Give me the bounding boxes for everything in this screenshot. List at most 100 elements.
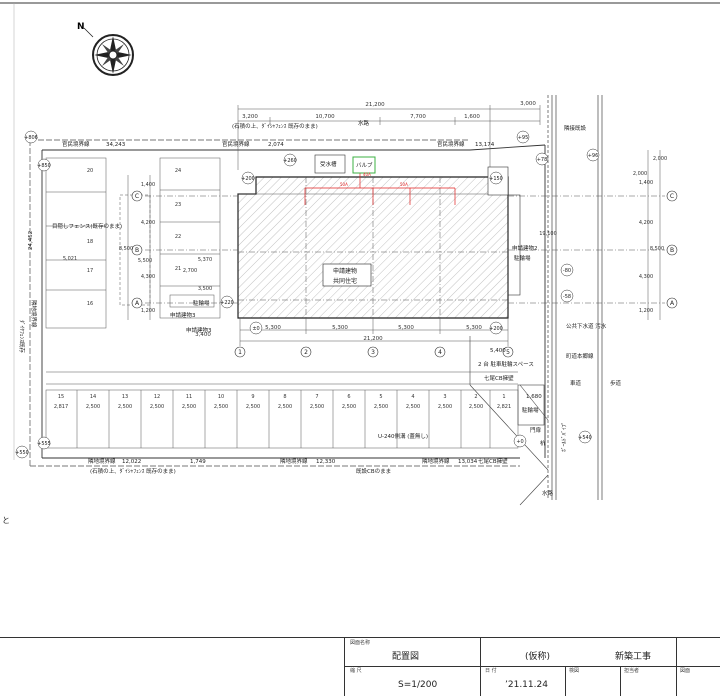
note-bldg-b2: 駐輪場 (514, 254, 531, 262)
level-sw: +550 (15, 450, 29, 456)
note-road: 車道 (570, 379, 582, 387)
dim-grid-2: 5,300 (332, 325, 348, 331)
svg-text:6: 6 (347, 394, 350, 400)
level-gl1: +260 (283, 158, 297, 164)
dim-right-1: 1,200 (639, 308, 653, 314)
note-bldg-3: 申請建物3 (186, 326, 212, 334)
column-2: 2 (304, 349, 308, 356)
dim-grid-1: 5,300 (265, 325, 281, 331)
svg-text:3: 3 (443, 394, 446, 400)
note-bldg-3b: 駐輪場 (193, 299, 210, 307)
dim-overall-bottom: 21,200 (363, 336, 383, 342)
slot-16: 16 (87, 301, 93, 307)
svg-text:8: 8 (283, 394, 286, 400)
dim-3500: 3,500 (198, 286, 212, 292)
check-label: 検図 (569, 668, 580, 674)
svg-text:2,500: 2,500 (406, 404, 420, 410)
note-west-vertical: ﾀﾞｲﾔﾌｪﾝｽ既存 (18, 320, 26, 354)
approver-label: 担当者 (624, 668, 640, 674)
svg-text:2,500: 2,500 (246, 404, 260, 410)
axis-b-right: B (670, 247, 674, 254)
label-north-boundary-1: 官民境界線 (62, 140, 90, 148)
project-name: (仮称) (525, 652, 551, 662)
water-pipes (304, 173, 456, 205)
note-bottom: (石積の上、ﾀﾞｲｼｬﾌｪﾝｽ 既存のまま) (90, 467, 176, 475)
misc-1680: 1,680 (526, 394, 542, 400)
road (547, 95, 603, 500)
dim-5500: 5,500 (138, 258, 152, 264)
site-boundary (29, 139, 546, 467)
misc-5400: 5,400 (490, 348, 506, 354)
slot-20: 20 (87, 168, 93, 174)
slot-21: 21 (175, 266, 181, 272)
dim-right-3: 4,200 (639, 220, 653, 226)
level-gl3: ±0 (252, 326, 259, 332)
dim-right-5: 1,400 (639, 180, 653, 186)
level-ne: +95 (518, 135, 529, 141)
axis-a-right: A (670, 300, 675, 307)
note-valve: バルブ (356, 161, 373, 169)
level-mid3: +200 (489, 326, 503, 332)
note-cb-2: 七尾CB擁壁 (484, 374, 514, 382)
level-gl2: +200 (241, 176, 255, 182)
site-plan: N (0, 2, 720, 525)
dim-right-19: 19,100 (539, 231, 557, 237)
level-sw2: +555 (37, 441, 51, 447)
level-nw: +806 (24, 135, 38, 141)
level-mid2: -58 (563, 294, 571, 300)
water-tank (314, 154, 346, 174)
parking-south (45, 371, 519, 449)
axis-b-left: B (135, 247, 139, 254)
svg-text:11: 11 (186, 394, 192, 400)
axis-a-left: A (135, 300, 140, 307)
dim-overall-top: 21,200 (365, 102, 385, 108)
pipe-label-2: 50A (400, 182, 408, 187)
date-label: 日 付 (485, 668, 497, 674)
scale-label: 縮 尺 (350, 668, 362, 674)
dim-top-left: 3,200 (242, 114, 258, 120)
note-bike-space: 2 台 駐車駐輪スペース (478, 360, 534, 368)
label-north-boundary-3: 官民境界線 (437, 140, 465, 148)
column-5: 5 (506, 349, 510, 356)
date-value: ’21.11.24 (505, 680, 548, 690)
label-south-boundary-3: 隣地境界線 (422, 457, 450, 465)
dim-grid-3: 5,300 (398, 325, 414, 331)
svg-text:2,500: 2,500 (86, 404, 100, 410)
title-block: 図面名称 配置図 (仮称) 新築工事 縮 尺 S=1/200 日 付 ’21.1… (0, 637, 720, 696)
note-bldg-3c: 申請建物3 (170, 311, 196, 319)
note-drain: 水路 (358, 119, 370, 127)
dim-left-total: 8,500 (119, 246, 133, 252)
dim-left-1: 1,200 (141, 308, 155, 314)
note-bottom-2: 既設CBのまま (356, 467, 391, 475)
slot-18: 18 (87, 239, 93, 245)
note-east-vertical: ﾎﾞｰﾙﾄﾞﾊﾞｲﾌﾟ (561, 422, 568, 452)
svg-text:2,500: 2,500 (278, 404, 292, 410)
grid-dimensions (127, 150, 665, 346)
main-building (237, 166, 521, 319)
svg-text:4: 4 (411, 394, 414, 400)
column-1: 1 (238, 349, 242, 356)
dim-2700a: 2,700 (183, 268, 197, 274)
parking-numbers: 20 24 23 22 21 18 17 16 15 14 13 12 11 1… (54, 168, 511, 410)
drawing-name: 配置図 (392, 652, 420, 662)
svg-text:2,500: 2,500 (438, 404, 452, 410)
level-e1: +78 (537, 157, 548, 163)
dim-left-3400: 3,400 (195, 332, 211, 338)
svg-text:2: 2 (474, 394, 477, 400)
dim-right-total: 8,500 (650, 246, 664, 252)
level-bottom-l: +0 (516, 439, 523, 445)
label-west-dim: 24,452 (28, 231, 34, 250)
svg-text:2,821: 2,821 (497, 404, 511, 410)
dim-left-3: 4,200 (141, 220, 155, 226)
slot-22: 22 (175, 234, 181, 240)
approver2-label: 図面 (680, 668, 691, 674)
column-4: 4 (438, 349, 442, 356)
pipe-label-1: 50A (340, 182, 348, 187)
dim-right-2: 4,300 (639, 274, 653, 280)
label-north-dim-2: 2,074 (268, 142, 284, 148)
slot-17: 17 (87, 268, 93, 274)
label-south-boundary-1: 隣地境界線 (88, 457, 116, 465)
svg-text:1: 1 (502, 394, 505, 400)
note-bike: 駐輪場 (522, 406, 539, 414)
